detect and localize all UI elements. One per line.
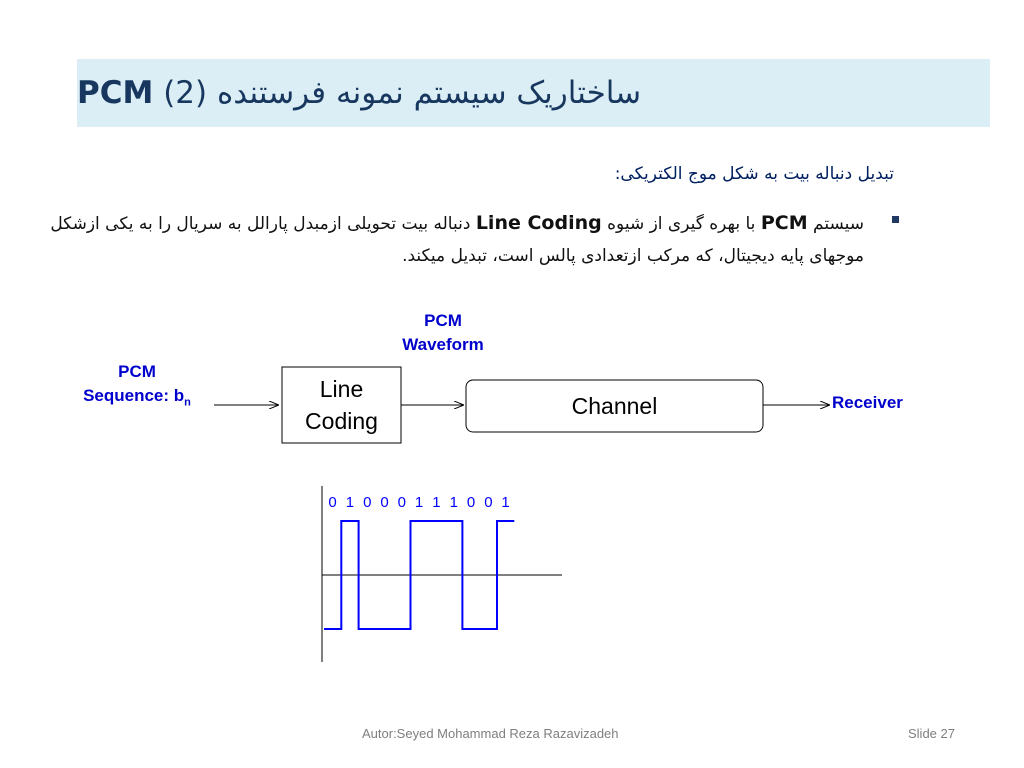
bit-label: 1 [450, 494, 458, 511]
title-persian: ساختاریک سیستم نمونه فرستنده [216, 75, 642, 111]
line-coding-box [281, 366, 402, 444]
bullet-line-coding: Line Coding [475, 212, 602, 234]
bullet-item: سیستم PCM با بهره گیری از شیوه Line Codi… [44, 207, 899, 272]
footer-author: Autor:Seyed Mohammad Reza Razavizadeh [362, 726, 619, 741]
bullet-text: سیستم PCM با بهره گیری از شیوه Line Codi… [44, 207, 864, 272]
bit-label: 0 [467, 494, 475, 511]
bit-label: 0 [328, 494, 336, 511]
receiver-label: Receiver [832, 393, 903, 412]
channel-text: Channel [571, 392, 658, 419]
line-coding-text: Line Coding [282, 367, 401, 443]
pcm-sequence-text: Sequence: b [83, 386, 185, 405]
line-coding-line1: Line [319, 376, 364, 402]
pcm-sequence-line2: Sequence: bn [58, 384, 216, 414]
bullet-part-1: سیستم [813, 214, 864, 234]
title-number: (2) [163, 75, 208, 111]
bullet-pcm: PCM [760, 212, 808, 234]
pcm-sequence-line1: PCM [118, 362, 156, 381]
title-pcm: PCM [77, 75, 154, 111]
pcm-waveform-line2: Waveform [402, 335, 484, 354]
channel-box [465, 379, 764, 433]
bit-label: 0 [484, 494, 492, 511]
bullet-square-icon [892, 216, 899, 223]
bit-label: 0 [398, 494, 406, 511]
pcm-sequence-subscript: n [184, 396, 191, 409]
bit-label: 1 [432, 494, 440, 511]
bullet-part-2: با بهره گیری از شیوه [607, 214, 756, 234]
pcm-sequence-label: PCM Sequence: bn [58, 360, 216, 414]
subtitle: تبدیل دنباله بیت به شکل موج الکتریکی: [614, 164, 894, 184]
bit-label: 1 [501, 494, 509, 511]
bit-label: 0 [363, 494, 371, 511]
line-coding-line2: Coding [305, 408, 378, 434]
footer-slide-number: Slide 27 [908, 726, 955, 741]
bit-label: 0 [380, 494, 388, 511]
bit-label: 1 [346, 494, 354, 511]
title-bar: ساختاریک سیستم نمونه فرستنده PCM (2) [77, 59, 990, 127]
pcm-waveform-line1: PCM [424, 311, 462, 330]
bit-label: 1 [415, 494, 423, 511]
pcm-waveform-label: PCM Waveform [383, 309, 503, 357]
bullet-part-3: دنباله بیت تحویلی ازمبدل پارالل به سریال… [50, 214, 864, 266]
slide-title: ساختاریک سیستم نمونه فرستنده PCM (2) [77, 75, 641, 111]
waveform-line [324, 520, 515, 630]
